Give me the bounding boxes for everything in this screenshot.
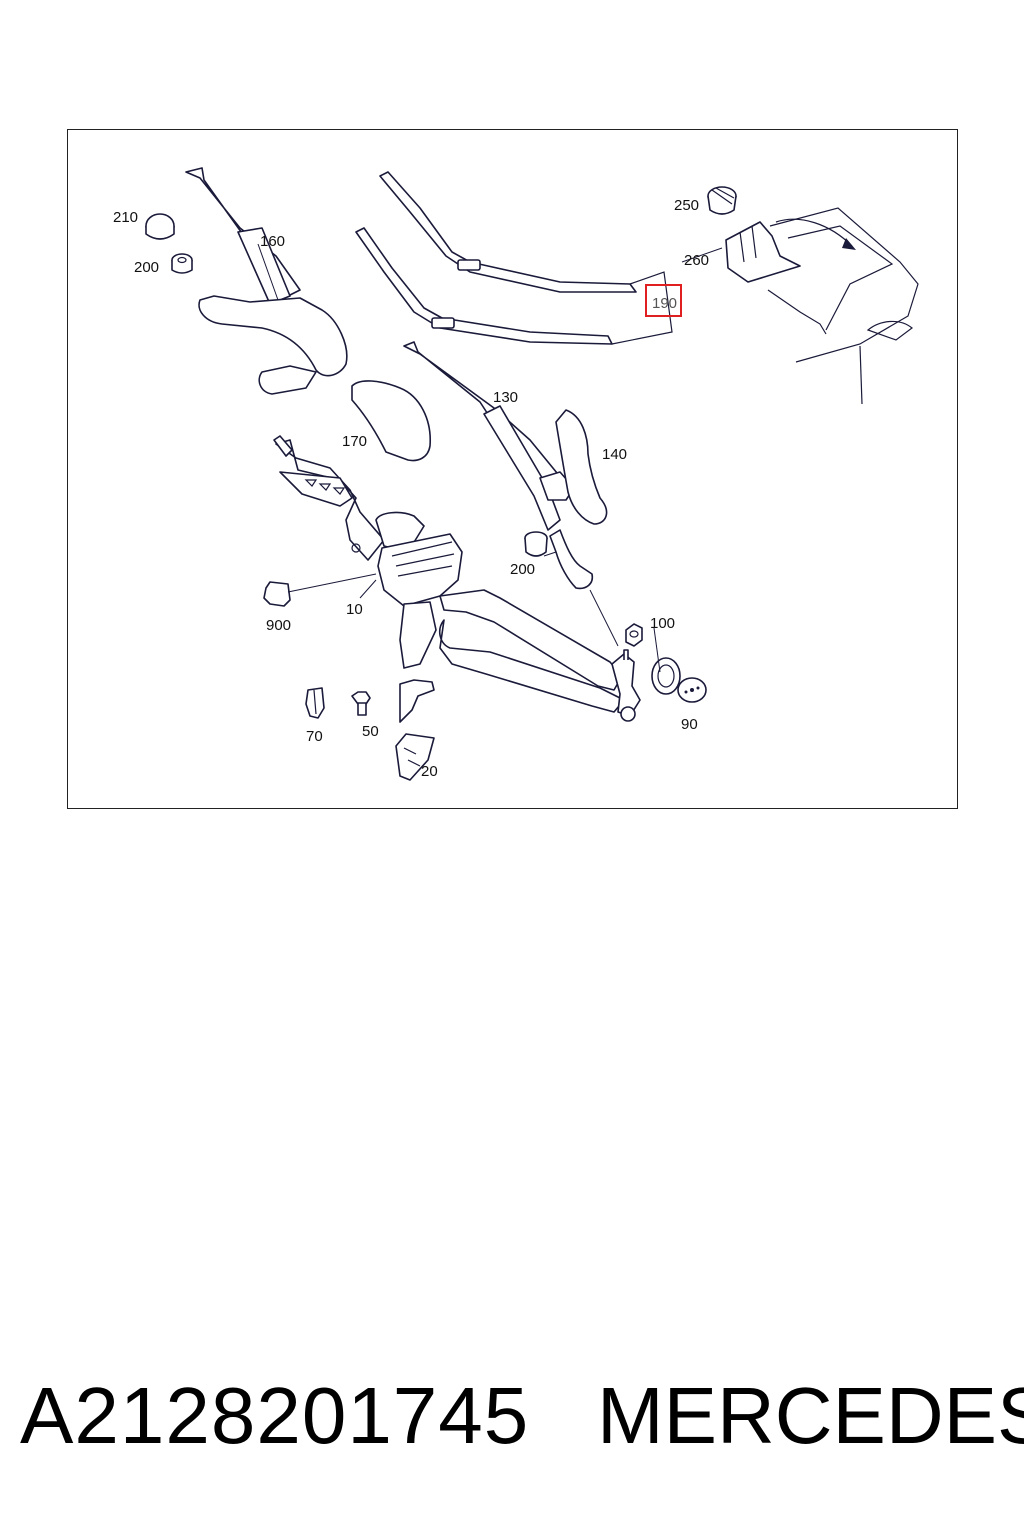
part-260-cowl-piece [725,221,801,283]
part-210-cap [145,213,175,240]
callout-200-lower: 200 [510,561,535,578]
part-130-wiper-arm-right [403,341,575,531]
part-20-bracket [395,733,435,781]
callout-50: 50 [362,723,379,740]
footer: A2128201745 MERCEDES [0,1370,1024,1470]
callout-200-upper: 200 [134,259,159,276]
part-90-washer [677,677,707,703]
wiper-system-diagram: 210 160 200 250 260 190 130 170 140 200 … [113,167,919,781]
part-200-nut-upper [171,253,193,274]
part-70-grommet [305,687,325,719]
brand-name: MERCEDES [597,1371,1024,1460]
part-number: A2128201745 [20,1371,530,1460]
callout-250: 250 [674,197,699,214]
part-190-wiper-blades [355,171,673,345]
part-100-nut [625,623,643,647]
callout-170: 170 [342,433,367,450]
callout-70: 70 [306,728,323,745]
part-10-wiper-motor-linkage [273,435,641,722]
part-250-cap [707,186,737,215]
callout-260: 260 [684,252,709,269]
part-160-wiper-arm-left [185,167,348,395]
part-140-cover [555,409,608,525]
callout-900: 900 [266,617,291,634]
callout-10: 10 [346,601,363,618]
callout-130: 130 [493,389,518,406]
callout-100: 100 [650,615,675,632]
part-50-bolt [351,691,371,716]
part-170-cover [351,380,431,462]
leader-lines [257,243,723,673]
callout-140: 140 [602,446,627,463]
highlight-box-190 [645,284,682,317]
part-900-connector [263,573,377,607]
callout-160: 160 [260,233,285,250]
part-100-bushing [651,657,681,695]
callout-90: 90 [681,716,698,733]
part-200-sleeve-lower [524,529,594,590]
part-bracket [399,679,435,723]
callout-190: 190 [652,295,677,312]
callout-20: 20 [421,763,438,780]
callout-210: 210 [113,209,138,226]
diagram-frame [67,129,958,809]
vehicle-outline [767,207,919,405]
